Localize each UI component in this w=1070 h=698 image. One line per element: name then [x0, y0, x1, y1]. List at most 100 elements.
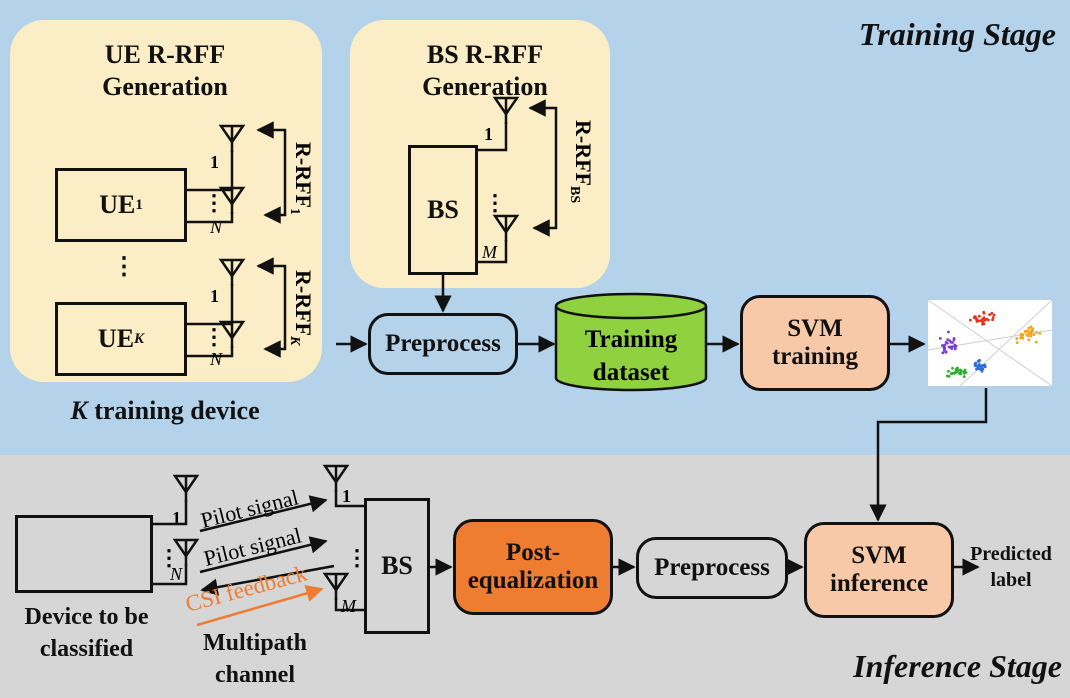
cluster-green-point [954, 370, 958, 373]
cluster-orange-point [1027, 331, 1031, 335]
post-equalization-line2: equalization [467, 567, 599, 594]
inference-preprocess-box: Preprocess [636, 537, 788, 599]
cluster-purple-point [953, 347, 957, 351]
ueK-label: UE [97, 324, 135, 353]
ue1-ant-last: N [209, 217, 223, 237]
bs-training-antenna-1-icon [493, 96, 519, 126]
cluster-purple-point [949, 341, 953, 344]
ueK-antenna-1-icon [219, 258, 245, 288]
cluster-orange-point [1021, 333, 1024, 337]
csi-feedback-label: CSI feedback [183, 560, 310, 617]
cluster-red-point [991, 316, 995, 319]
svm-classifier-plot [927, 299, 1053, 387]
ue1-ant-ellipsis: ⋮ [203, 190, 225, 215]
device-antenna-1-icon [173, 474, 199, 504]
bs-training-antenna-group: 1 M ⋮ [478, 96, 558, 264]
cluster-green-point [945, 374, 949, 378]
svg-text:R-RFF1: R-RFF1 [287, 142, 316, 215]
ue-caption-text: training device [87, 396, 260, 425]
ue1-antenna-1-icon [219, 124, 245, 154]
cluster-red-point [969, 318, 972, 322]
post-equalization-box: Post- equalization [453, 519, 613, 615]
cluster-red-point [982, 310, 986, 314]
cluster-green-point [952, 372, 956, 375]
cluster-red-point [990, 311, 994, 315]
bs-training-antenna-M-icon [493, 214, 519, 244]
cluster-blue-point [982, 364, 985, 367]
cluster-orange-point [1027, 338, 1031, 342]
ue1-ant-first: 1 [210, 152, 219, 172]
cluster-orange-point [1032, 333, 1036, 336]
cluster-purple-point [940, 344, 944, 347]
cluster-blue-point [977, 364, 981, 367]
svm-inference-box: SVM inference [804, 522, 954, 618]
bs-inference-label: BS [381, 551, 413, 580]
cluster-red-point [975, 318, 979, 322]
cluster-blue-point [981, 367, 985, 371]
bs-inference-antenna-group: 1 M ⋮ [323, 464, 368, 616]
ue1-antenna-group: 1 N ⋮ [187, 121, 287, 237]
training-dataset-cylinder: Training dataset [554, 292, 708, 392]
device-antenna-group: 1 N ⋮ [153, 474, 199, 586]
ueK-ant-ellipsis: ⋮ [203, 324, 225, 349]
cluster-red-point [981, 317, 985, 321]
arrow-pilot-2 [199, 536, 328, 574]
cluster-purple-point [941, 351, 945, 355]
rrff1-sub: 1 [287, 208, 302, 215]
cluster-green-point [963, 368, 967, 372]
cluster-green-point [958, 371, 961, 375]
cluster-purple-point [947, 330, 950, 334]
rrffK-text: R-RFF [291, 270, 316, 336]
cluster-orange-point [1038, 332, 1042, 335]
inference-stage-title: Inference Stage [853, 648, 1062, 684]
cluster-orange-point [1030, 330, 1033, 333]
cluster-purple-point [946, 338, 950, 342]
cluster-red-point [992, 313, 996, 317]
cluster-purple-point [945, 341, 949, 345]
bs-training-ant-ellipsis: ⋮ [484, 190, 506, 215]
cluster-green-point [956, 366, 959, 370]
bs-training-ant-last: M [481, 242, 498, 262]
cluster-purple-point [944, 350, 948, 354]
cluster-orange-point [1031, 327, 1034, 330]
bs-inference-ant-ellipsis: ⋮ [346, 545, 368, 570]
bs-inference-ant-last: M [340, 596, 357, 616]
training-preprocess-box: Preprocess [368, 313, 518, 375]
device-ant-first: 1 [172, 508, 181, 528]
cluster-red-point [988, 313, 991, 316]
inference-preprocess-label: Preprocess [654, 554, 770, 581]
rrff-bs-sub: BS [567, 186, 582, 203]
ueK-ant-last: N [209, 349, 223, 369]
cluster-red-point [991, 318, 994, 322]
arrow-pilot-1 [199, 495, 328, 533]
cluster-green-point [949, 372, 953, 376]
rrffK-sub: K [287, 335, 302, 347]
cluster-red-point [983, 318, 987, 322]
ue-ellipsis: ⋮ [112, 254, 136, 280]
bs-training-label: BS [427, 195, 459, 224]
ue1-label: UE [99, 190, 136, 219]
device-caption-line1: Device to be [24, 604, 149, 630]
training-stage-title: Training Stage [858, 16, 1056, 52]
cluster-orange-point [1025, 329, 1028, 333]
rrff-bs-text: R-RFF [571, 120, 596, 186]
bs-training-ant-first: 1 [484, 124, 493, 144]
bs-training-box: BS [408, 145, 478, 275]
arrow-classifier-to-inference [869, 388, 988, 522]
rrff-bs-label: R-RFFBS [567, 120, 596, 203]
cluster-red-point [987, 318, 990, 322]
channel-caption-line1: Multipath [202, 630, 307, 656]
cluster-green-point [964, 371, 968, 374]
dataset-line1: Training [585, 326, 678, 353]
cluster-blue-point [976, 359, 980, 363]
cluster-red-point [981, 320, 984, 324]
ue1-subscript: 1 [135, 196, 143, 213]
bs-rrff-panel [350, 20, 610, 288]
cluster-purple-point [953, 343, 957, 347]
arrow-csi-return [200, 564, 335, 596]
cluster-orange-point [1015, 337, 1019, 341]
cluster-purple-point [943, 345, 946, 349]
